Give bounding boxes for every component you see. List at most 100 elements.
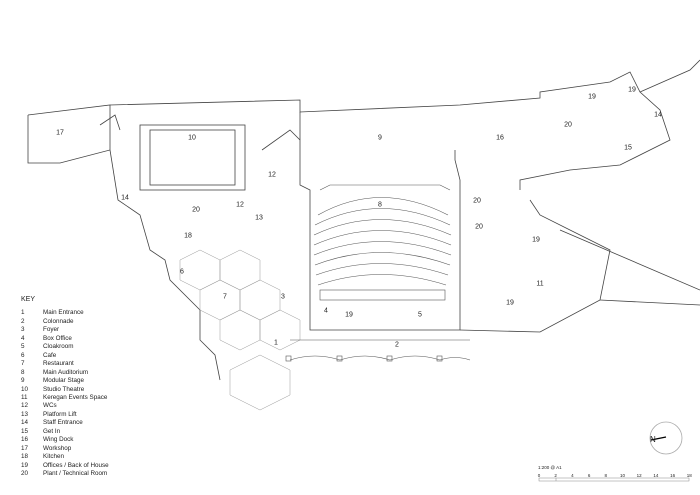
colonnade bbox=[285, 339, 471, 362]
key-label: Keregan Events Space bbox=[43, 393, 108, 401]
room-label: 12 bbox=[268, 171, 276, 179]
key-label: Get In bbox=[43, 427, 61, 435]
scale-tick-label: 10 bbox=[619, 473, 626, 478]
key-item: 12 WCs bbox=[21, 402, 109, 410]
key-label: Main Auditorium bbox=[43, 368, 89, 376]
key-label: Box Office bbox=[43, 334, 72, 342]
key-item: 9 Modular Stage bbox=[21, 377, 109, 385]
scale-title: 1:200 @ A1 bbox=[538, 465, 562, 470]
key-item: 4 Box Office bbox=[21, 335, 109, 343]
room-label: 19 bbox=[628, 86, 636, 94]
key-label: Modular Stage bbox=[43, 377, 84, 385]
key-item: 1 Main Entrance bbox=[21, 309, 109, 317]
room-label: 15 bbox=[624, 144, 632, 152]
key-label: Offices / Back of House bbox=[43, 461, 109, 469]
key-item: 19 Offices / Back of House bbox=[21, 462, 109, 470]
key-item: 7 Restaurant bbox=[21, 360, 109, 368]
room-label: 11 bbox=[536, 280, 544, 288]
room-label: 8 bbox=[378, 201, 382, 209]
key-number: 13 bbox=[21, 410, 29, 418]
room-label: 14 bbox=[121, 194, 129, 202]
key-number: 12 bbox=[21, 402, 29, 410]
scale-tick-label: 16 bbox=[670, 473, 676, 478]
room-label: 20 bbox=[475, 223, 483, 231]
key-label: WCs bbox=[43, 402, 57, 410]
room-label: 19 bbox=[506, 299, 514, 307]
room-label: 17 bbox=[56, 129, 64, 137]
key-number: 3 bbox=[21, 326, 25, 334]
key-label: Cloakroom bbox=[43, 343, 74, 351]
key-item: 5 Cloakroom bbox=[21, 343, 109, 351]
building-outline bbox=[27, 59, 700, 381]
scale-tick-label: 8 bbox=[604, 473, 608, 478]
key-number: 10 bbox=[21, 385, 29, 393]
room-label: 6 bbox=[180, 268, 184, 276]
key-label: Studio Theatre bbox=[43, 385, 85, 393]
key-label: Main Entrance bbox=[43, 309, 84, 317]
key-label: Wing Dock bbox=[43, 436, 74, 444]
key-item: 20 Plant / Technical Room bbox=[21, 470, 109, 478]
key-item: 18 Kitchen bbox=[21, 453, 109, 461]
room-label: 16 bbox=[496, 134, 504, 142]
room-label: 19 bbox=[588, 93, 596, 101]
scale-tick-label: 12 bbox=[636, 473, 642, 478]
key-item: 8 Main Auditorium bbox=[21, 369, 109, 377]
room-label: 20 bbox=[473, 197, 481, 205]
key-number: 18 bbox=[21, 453, 29, 461]
scale-tick-label: 6 bbox=[587, 473, 591, 478]
room-label: 20 bbox=[192, 206, 200, 214]
room-label: 20 bbox=[564, 121, 572, 129]
auditorium-seating bbox=[313, 184, 452, 301]
room-label: 19 bbox=[345, 311, 353, 319]
key-number: 2 bbox=[21, 317, 25, 325]
room-label: 3 bbox=[281, 293, 285, 301]
key-number: 4 bbox=[21, 334, 25, 342]
key-label: Cafe bbox=[43, 351, 57, 359]
scale-tick-label: 18 bbox=[686, 473, 692, 478]
scale-tick-label: 4 bbox=[571, 473, 574, 478]
key-number: 9 bbox=[21, 377, 25, 385]
north-arrow bbox=[649, 421, 683, 455]
scale-tick-label: 14 bbox=[653, 473, 659, 478]
key-item: 10 Studio Theatre bbox=[21, 386, 109, 394]
key-item: 11 Keregan Events Space bbox=[21, 394, 109, 402]
key-number: 1 bbox=[21, 309, 25, 317]
north-label: N bbox=[650, 435, 656, 444]
key-item: 14 Staff Entrance bbox=[21, 419, 109, 427]
key-title: KEY bbox=[21, 296, 36, 303]
key-number: 6 bbox=[21, 351, 25, 359]
room-label: 14 bbox=[654, 111, 662, 119]
key-label: Plant / Technical Room bbox=[43, 470, 108, 478]
restaurant-hexagons bbox=[179, 249, 301, 411]
room-label: 10 bbox=[188, 134, 196, 142]
scale-tick-label: 2 bbox=[554, 473, 557, 478]
key-item: 6 Cafe bbox=[21, 352, 109, 360]
key-label: Staff Entrance bbox=[43, 419, 83, 427]
key-number: 20 bbox=[21, 470, 29, 478]
key-number: 8 bbox=[21, 368, 25, 376]
key-label: Kitchen bbox=[43, 453, 65, 461]
room-label: 1 bbox=[274, 339, 278, 347]
key-number: 16 bbox=[21, 436, 29, 444]
key-number: 5 bbox=[21, 343, 25, 351]
room-label: 13 bbox=[255, 214, 263, 222]
key-number: 11 bbox=[21, 393, 28, 401]
scale-tick-label: 0 bbox=[537, 473, 541, 478]
key-label: Restaurant bbox=[43, 360, 74, 368]
key-item: 3 Foyer bbox=[21, 326, 109, 334]
room-label: 19 bbox=[532, 236, 540, 244]
key-label: Foyer bbox=[43, 326, 60, 334]
key-number: 7 bbox=[21, 360, 25, 368]
key-item: 16 Wing Dock bbox=[21, 436, 109, 444]
key-number: 17 bbox=[21, 444, 29, 452]
key-number: 14 bbox=[21, 419, 29, 427]
key-number: 19 bbox=[21, 461, 29, 469]
room-label: 18 bbox=[184, 232, 192, 240]
room-label: 12 bbox=[236, 201, 244, 209]
